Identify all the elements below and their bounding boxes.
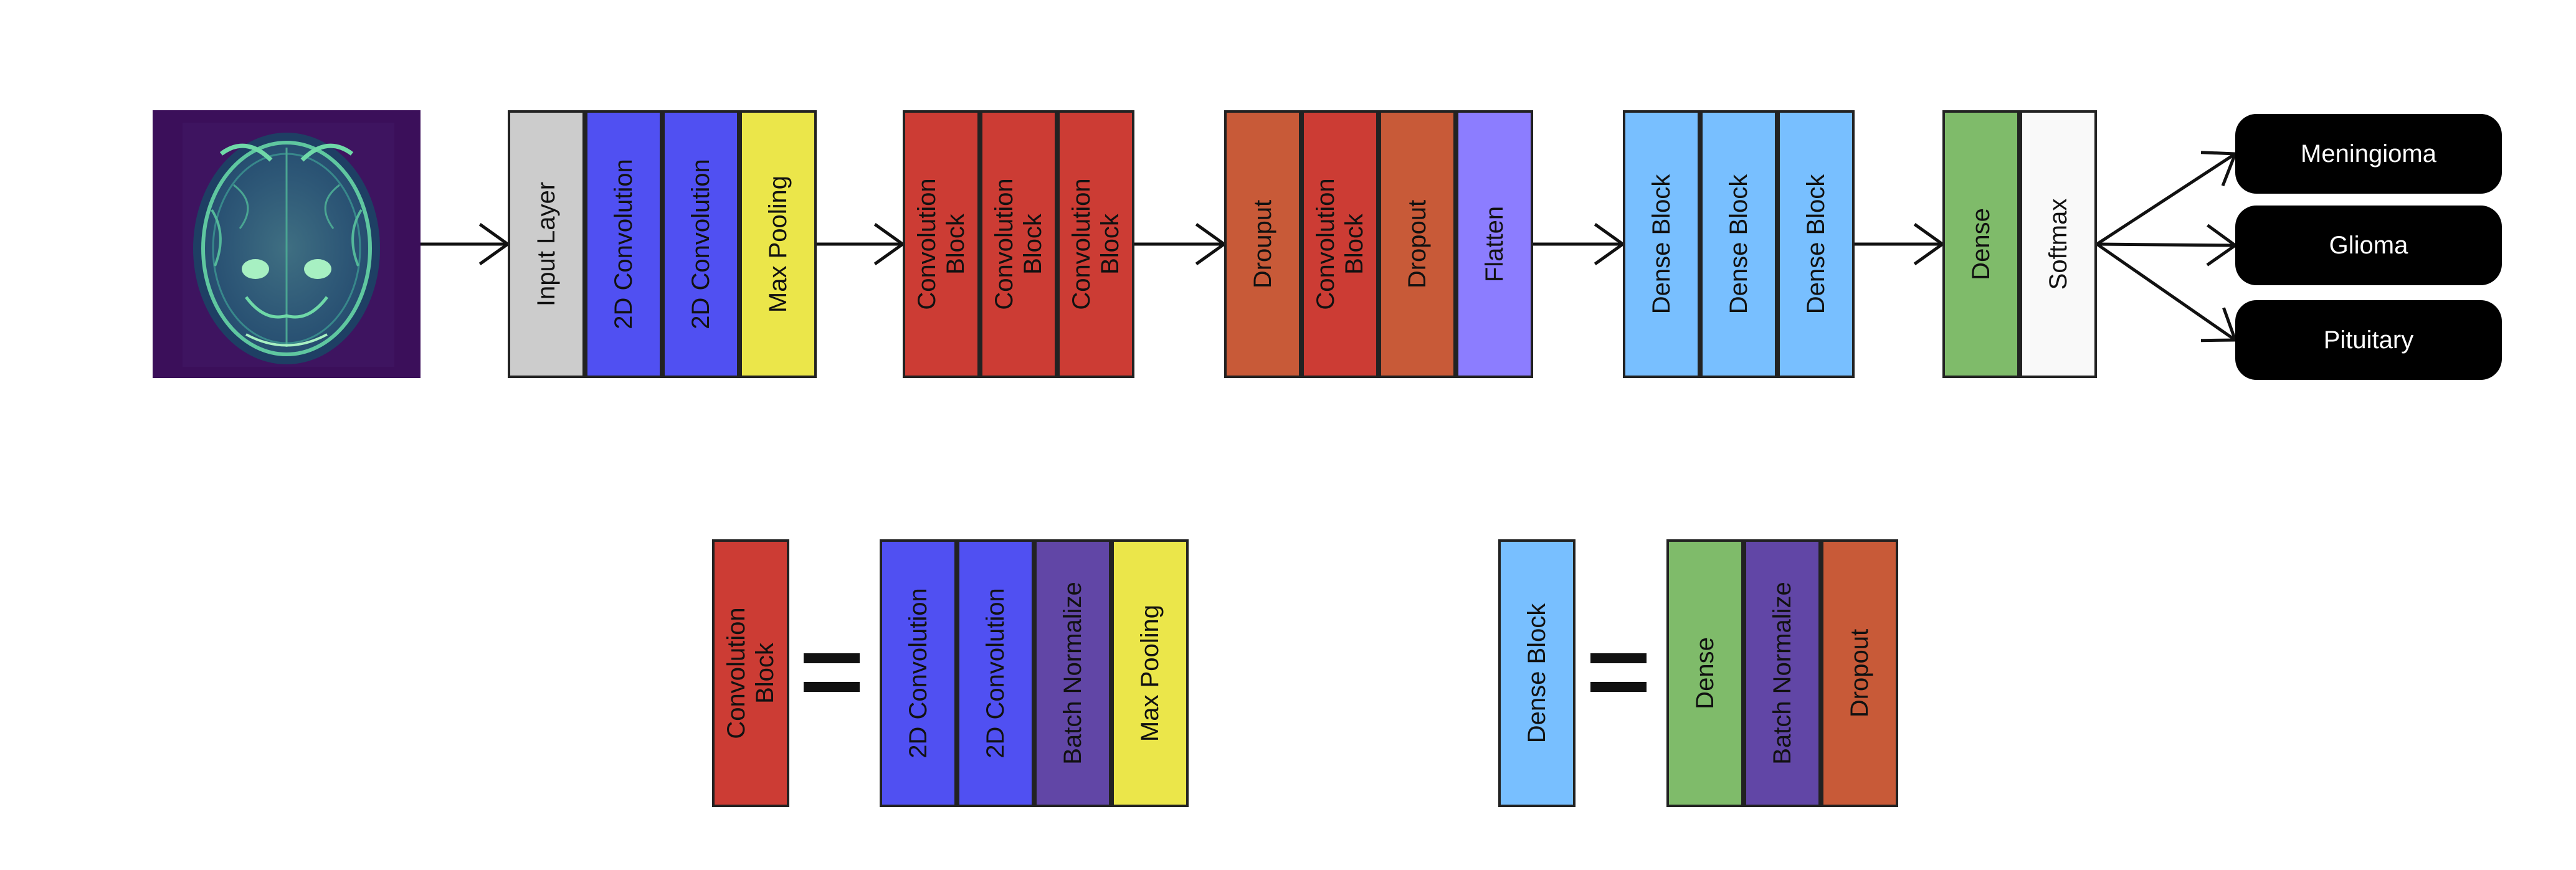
equals-sign — [1590, 653, 1647, 693]
output-class-glioma: Glioma — [2235, 206, 2502, 285]
layer-dense-block: Dense Block — [1623, 110, 1700, 378]
layer-convolution-block: Convolution Block — [980, 110, 1057, 378]
layer-label: Input Layer — [533, 181, 560, 307]
layer-label: 2D Convolution — [905, 588, 932, 759]
layer-label: Dense Block — [1725, 174, 1752, 314]
layer-label: Softmax — [2045, 198, 2072, 290]
arrow-stage-2-to-stage-3 — [1134, 223, 1225, 265]
layer-label: Dense — [1691, 637, 1719, 709]
layer-label: Dropout — [1404, 199, 1431, 289]
layer-dense-block: Dense Block — [1700, 110, 1777, 378]
layer-dense-block: Dense Block — [1777, 110, 1855, 378]
layer-label: Dense — [1967, 208, 1995, 280]
output-class-pituitary: Pituitary — [2235, 300, 2502, 380]
layer-dense: Dense — [1942, 110, 2020, 378]
layer-2d-convolution: 2D Convolution — [662, 110, 739, 378]
layer-convolution-block: Convolution Block — [903, 110, 980, 378]
layer-batch-normalize: Batch Normalize — [1744, 539, 1821, 807]
layer-label: Dropout — [1846, 628, 1873, 718]
layer-label: Drouput — [1249, 199, 1276, 289]
layer-label: Convolution Block — [1312, 178, 1368, 310]
layer-label: Batch Normalize — [1769, 582, 1796, 765]
arrow-stage-1-to-stage-2 — [817, 223, 904, 265]
layer-label: Dense Block — [1802, 174, 1830, 314]
layer-label: Dense Block — [1648, 174, 1675, 314]
layer-2d-convolution: 2D Convolution — [880, 539, 957, 807]
layer-drouput: Drouput — [1224, 110, 1301, 378]
layer-2d-convolution: 2D Convolution — [957, 539, 1034, 807]
arrow-input-to-stage-1 — [421, 223, 509, 265]
layer-batch-normalize: Batch Normalize — [1034, 539, 1111, 807]
layer-convolution-block: Convolution Block — [712, 539, 789, 807]
layer-label: Convolution Block — [1068, 178, 1124, 310]
layer-label: Dense Block — [1523, 603, 1551, 744]
layer-max-pooling: Max Pooling — [1111, 539, 1189, 807]
layer-label: Batch Normalize — [1059, 582, 1086, 765]
layer-label: Flatten — [1481, 206, 1508, 283]
arrow-to-pituitary — [2096, 242, 2237, 343]
brain-mri-scan-image — [153, 110, 421, 378]
layer-convolution-block: Convolution Block — [1057, 110, 1134, 378]
arrow-to-meningioma — [2096, 151, 2237, 246]
layer-label: Convolution Block — [723, 607, 779, 739]
layer-input-layer: Input Layer — [508, 110, 585, 378]
layer-label: 2D Convolution — [687, 159, 715, 329]
layer-label: Convolution Block — [991, 178, 1047, 310]
layer-dense: Dense — [1666, 539, 1744, 807]
arrow-stage-3-to-stage-4 — [1533, 223, 1624, 265]
layer-dense-block: Dense Block — [1498, 539, 1576, 807]
layer-dropout: Dropout — [1379, 110, 1456, 378]
output-class-meningioma: Meningioma — [2235, 114, 2502, 194]
layer-dropout: Dropout — [1821, 539, 1898, 807]
arrow-stage-4-to-stage-5 — [1855, 223, 1944, 265]
layer-label: Max Pooling — [764, 175, 792, 313]
layer-flatten: Flatten — [1456, 110, 1533, 378]
equals-sign — [804, 653, 860, 693]
layer-label: 2D Convolution — [610, 159, 637, 329]
layer-label: Max Pooling — [1136, 604, 1164, 742]
arrow-to-glioma — [2096, 224, 2236, 267]
layer-label: Convolution Block — [913, 178, 969, 310]
layer-2d-convolution: 2D Convolution — [585, 110, 662, 378]
layer-label: 2D Convolution — [982, 588, 1009, 759]
layer-max-pooling: Max Pooling — [739, 110, 817, 378]
layer-softmax: Softmax — [2020, 110, 2097, 378]
layer-convolution-block: Convolution Block — [1301, 110, 1379, 378]
